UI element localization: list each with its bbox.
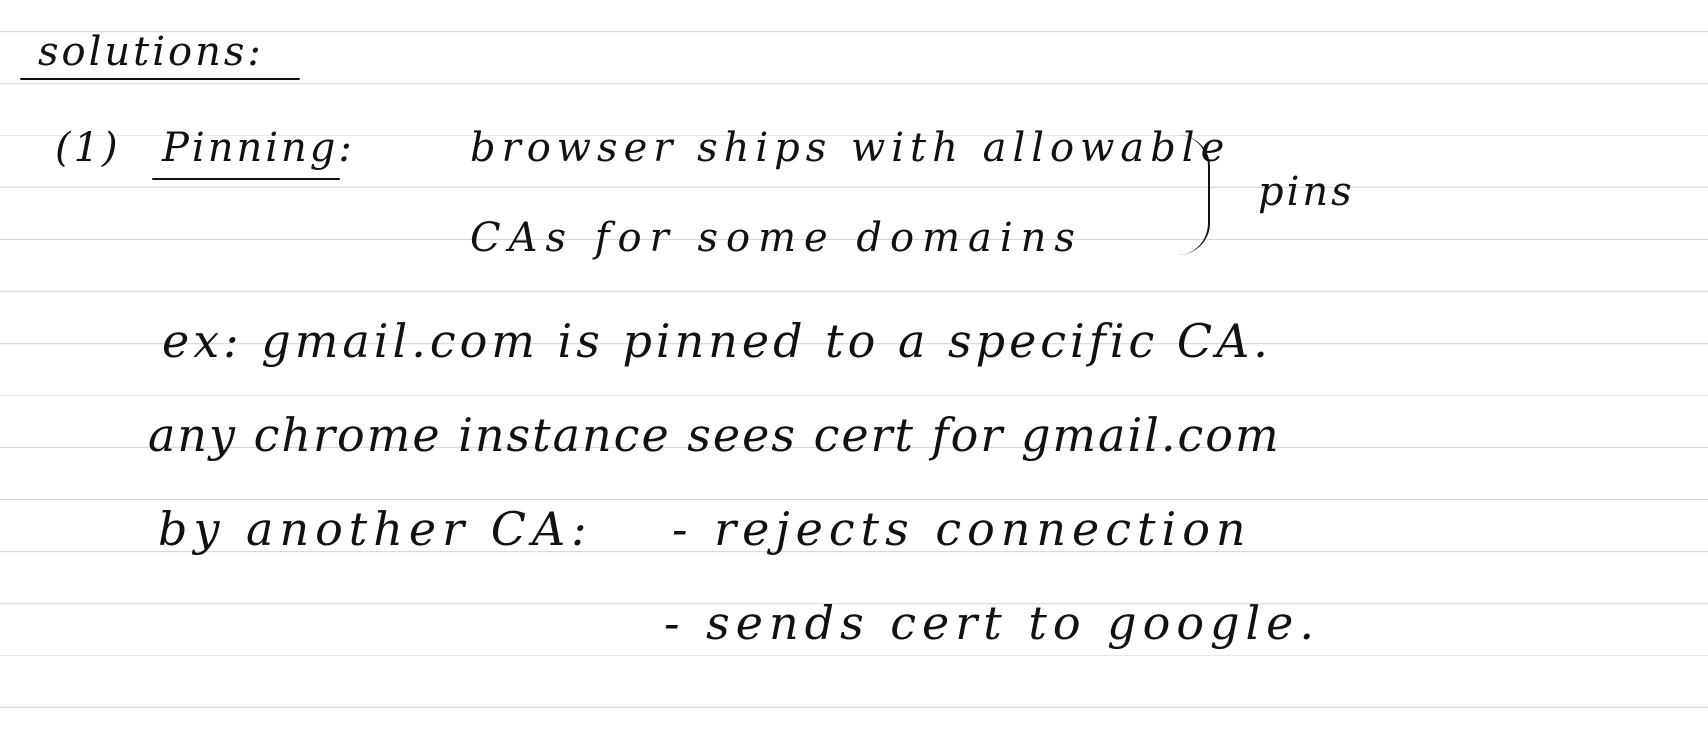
description-line-2: CAs for some domains <box>470 215 1083 261</box>
page-title: solutions: <box>38 29 264 75</box>
heading-underline <box>152 178 340 180</box>
rejects-connection-line: - rejects connection <box>672 502 1252 556</box>
right-brace <box>1178 135 1210 255</box>
brace-label: pins <box>1258 169 1355 215</box>
description-line-1: browser ships with allowable <box>470 125 1231 171</box>
item-number: (1) <box>55 125 121 171</box>
chrome-line: any chrome instance sees cert for gmail.… <box>148 408 1281 462</box>
sends-cert-line: - sends cert to google. <box>664 596 1321 650</box>
example-line: ex: gmail.com is pinned to a specific CA… <box>162 314 1272 368</box>
item-heading: Pinning: <box>162 125 355 171</box>
title-underline <box>20 78 300 80</box>
by-another-ca-line: by another CA: <box>158 502 593 556</box>
